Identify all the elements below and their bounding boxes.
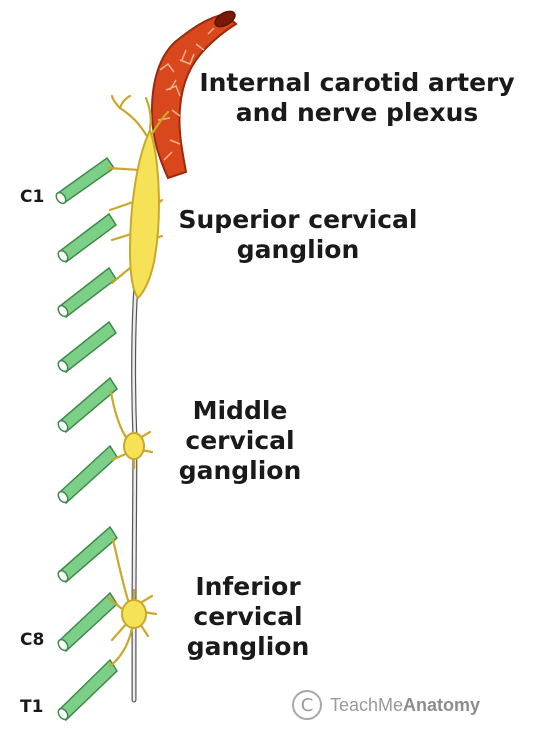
label-superior-line2: ganglion — [236, 235, 360, 264]
spinal-root-c1 — [55, 156, 116, 205]
spinal-root-c7 — [57, 525, 118, 584]
spinal-nerve-roots — [55, 156, 118, 722]
watermark-part1: TeachMe — [330, 694, 404, 715]
label-middle-line3: ganglion — [178, 456, 302, 485]
label-middle-line2: cervical — [185, 426, 295, 455]
middle-cervical-ganglion — [109, 390, 154, 470]
spinal-root-c4 — [57, 320, 117, 374]
spinal-root-c5 — [57, 376, 118, 434]
sympathetic-trunk — [131, 282, 139, 703]
superior-cervical-ganglion — [106, 127, 164, 300]
segment-label-t1: T1 — [20, 697, 44, 717]
spinal-root-c8 — [57, 591, 118, 653]
spinal-root-c3 — [57, 266, 118, 319]
label-internal-carotid-line1: Internal carotid artery — [199, 68, 515, 97]
label-inferior-line1: Inferior — [195, 572, 301, 601]
segment-label-c8: C8 — [20, 630, 45, 650]
spinal-root-c2 — [57, 212, 118, 264]
label-middle-line1: Middle — [192, 396, 288, 425]
spinal-root-t1 — [57, 658, 118, 722]
label-internal-carotid-line2: and nerve plexus — [235, 98, 479, 127]
watermark-part2: Anatomy — [403, 694, 481, 715]
label-superior-cervical-ganglion: Superior cervical ganglion — [170, 205, 426, 265]
label-inferior-cervical-ganglion: Inferior cervical ganglion — [168, 572, 328, 662]
label-superior-line1: Superior cervical — [178, 205, 418, 234]
internal-carotid-artery — [150, 10, 238, 180]
segment-label-c1: C1 — [20, 187, 45, 207]
copyright-icon: C — [292, 690, 322, 720]
label-inferior-line3: ganglion — [186, 632, 310, 661]
label-inferior-line2: cervical — [193, 602, 303, 631]
inferior-cervical-ganglion — [106, 538, 158, 668]
label-internal-carotid: Internal carotid artery and nerve plexus — [190, 68, 524, 128]
carotid-nerve-plexus — [110, 94, 170, 140]
label-middle-cervical-ganglion: Middle cervical ganglion — [160, 396, 320, 486]
spinal-root-c6 — [57, 444, 118, 505]
